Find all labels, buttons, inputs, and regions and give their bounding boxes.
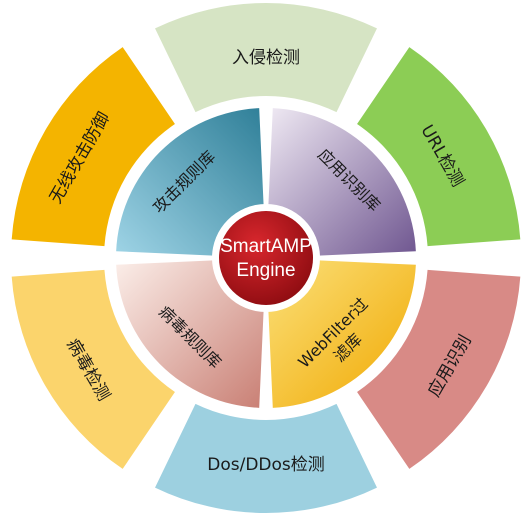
- engine-title-line2: Engine: [236, 260, 295, 281]
- quadrant-virus-rules: [116, 260, 264, 408]
- segment-wireless-defense: [11, 47, 175, 247]
- quadrant-app-rules: [268, 108, 416, 256]
- quadrant-webfilter-rules: [268, 260, 416, 408]
- quadrant-attack-rules: [116, 108, 264, 256]
- engine-title-line1: SmartAMP: [220, 236, 312, 257]
- label-intrusion-detection: 入侵检测: [232, 48, 300, 68]
- segment-app-identification: [357, 269, 521, 469]
- segment-intrusion-detection: [155, 3, 377, 113]
- outer-ring: [11, 3, 521, 513]
- segment-ddos-detection: [155, 403, 377, 513]
- engine-core: [219, 211, 313, 305]
- inner-ring: [116, 108, 416, 408]
- label-ddos-detection: Dos/DDos检测: [207, 455, 325, 475]
- segment-virus-detection: [11, 269, 175, 469]
- segment-url-detection: [357, 47, 521, 247]
